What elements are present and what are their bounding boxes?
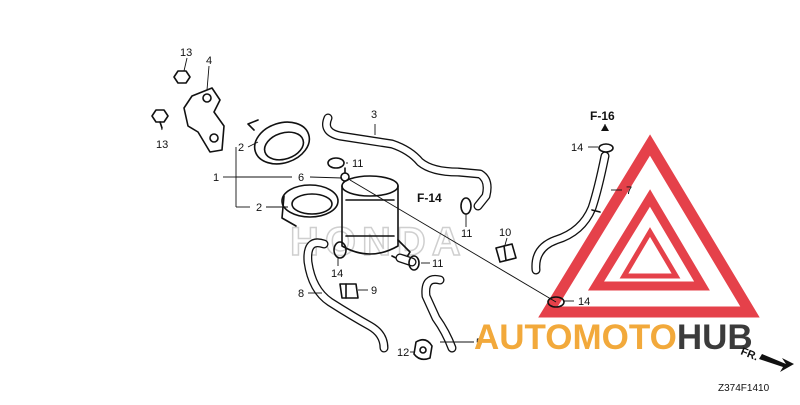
callout-12: 12 (397, 347, 409, 359)
callout-13-top: 13 (180, 47, 192, 59)
ref-f16-arrow (601, 124, 609, 131)
clip-part-11-top (327, 157, 345, 169)
hose-part-5 (421, 274, 457, 353)
callout-11-top: 11 (352, 158, 363, 170)
ref-f14: F-14 (417, 191, 442, 205)
clip-part-10 (495, 243, 517, 263)
watermark-triangle-logo (538, 134, 760, 318)
clip-part-14-left (333, 241, 347, 259)
callout-8: 8 (298, 288, 304, 300)
clip-part-11-right (460, 197, 472, 215)
bracket-part-4 (183, 87, 225, 153)
callout-2-upper: 2 (238, 142, 244, 154)
front-direction-arrow: FR. (739, 346, 794, 372)
clip-part-9 (339, 283, 359, 299)
callout-7: 7 (626, 185, 632, 197)
hose-part-3 (322, 113, 492, 211)
ref-f16: F-16 (590, 109, 615, 123)
watermark-brand: AUTOMOTOHUB (474, 318, 753, 357)
bolt-part-13-bottom (151, 109, 169, 129)
callout-4: 4 (206, 55, 212, 67)
callout-1: 1 (213, 172, 219, 184)
clip-part-14-right (547, 296, 565, 308)
diagram-code: Z374F1410 (718, 383, 770, 394)
clip-part-12 (413, 338, 433, 361)
canister-body (340, 167, 411, 263)
hose-part-7 (531, 151, 610, 275)
callout-6: 6 (298, 172, 304, 184)
callout-11-lower: 11 (432, 258, 443, 270)
hose-short (395, 253, 417, 267)
watermark-brand-part1: AUTOMOTO (474, 318, 677, 357)
callout-14-top: 14 (571, 142, 583, 154)
callout-10: 10 (499, 227, 511, 239)
callout-13-bottom: 13 (156, 139, 168, 151)
callout-14-left: 14 (331, 268, 343, 280)
callout-2-lower: 2 (256, 202, 262, 214)
bolt-part-13-top (173, 70, 191, 84)
callout-9: 9 (371, 285, 377, 297)
watermark-brand-part2: HUB (677, 318, 753, 357)
callout-3: 3 (371, 109, 377, 121)
hose-part-8 (303, 238, 389, 353)
callout-14-right: 14 (578, 296, 590, 308)
clip-part-14-top (598, 143, 614, 153)
callout-5: 5 (476, 337, 482, 349)
front-arrow-icon (759, 354, 794, 372)
callout-11-right: 11 (461, 228, 472, 240)
front-label: FR. (739, 346, 760, 364)
clip-part-11-lower (408, 255, 420, 271)
band-clamp-part-2-upper (247, 119, 311, 165)
band-clamp-part-2-lower (281, 184, 339, 227)
leader-lines (160, 57, 622, 353)
